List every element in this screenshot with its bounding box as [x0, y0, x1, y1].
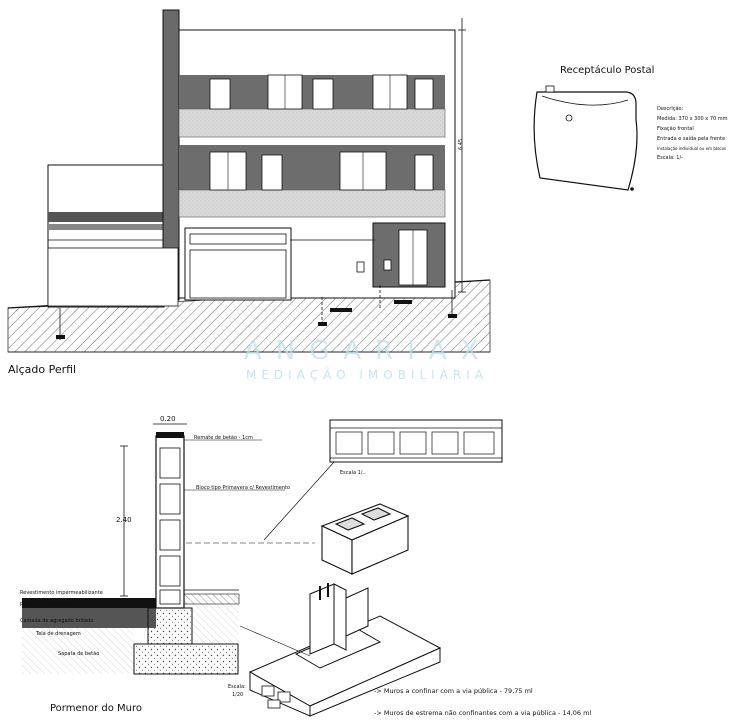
section-scale-label: Escala 1/..: [340, 470, 366, 476]
annotation-footing: Sapata de betão: [58, 651, 100, 657]
detail-scale-value: 1/20: [232, 692, 244, 698]
annotation-render: Reboco c/ Impermeabilizante: [20, 602, 93, 608]
mailbox-spec: Entrada e saída pela frente: [657, 136, 726, 142]
watermark-tagline: MEDIAÇÃO IMOBILIÁRIA: [246, 368, 488, 382]
annotation-drainage: Tela de drenagem: [36, 631, 81, 637]
note-public-road: -> Muros a confinar com a via pública - …: [374, 687, 533, 695]
annotation-aggregate: Camada de agregado britado: [20, 618, 94, 624]
elevation-title: Alçado Perfil: [8, 363, 77, 376]
wall-detail-title: Pormenor do Muro: [50, 703, 142, 714]
elevation-height-dimension: 6.45: [458, 138, 464, 150]
watermark-brand: ANGARIAX: [244, 336, 493, 366]
mailbox-spec: Descrição:: [657, 106, 684, 112]
mailbox-specs: Descrição: Medida: 370 x 300 x 70 mm Fix…: [657, 106, 728, 161]
mailbox-drawing: [533, 85, 638, 191]
mailbox-spec: Medida: 370 x 300 x 70 mm: [657, 116, 728, 122]
annotation-block: Bloco tipo Primavera c/ Revestimento: [196, 485, 290, 491]
detail-scale-label: Escala:: [228, 684, 246, 690]
wall-detail-drawing: [22, 419, 503, 717]
mailbox-title: Receptáculo Postal: [560, 65, 655, 76]
mailbox-spec: Escala: 1/-: [657, 155, 683, 161]
wall-height-dimension: 2.40: [116, 516, 132, 524]
mailbox-spec: Instalação individual ou em blocos: [657, 146, 727, 151]
mailbox-spec: Fixação frontal: [657, 126, 694, 132]
elevation-drawing: [7, 9, 491, 353]
annotation-waterproof: Revestimento impermeabilizante: [20, 590, 103, 596]
note-boundary-walls: -> Muros de estrema não confinantes com …: [374, 709, 592, 717]
wall-width-dimension: 0.20: [160, 415, 176, 423]
annotation-cap: Remate de betão - 1cm: [194, 435, 253, 441]
